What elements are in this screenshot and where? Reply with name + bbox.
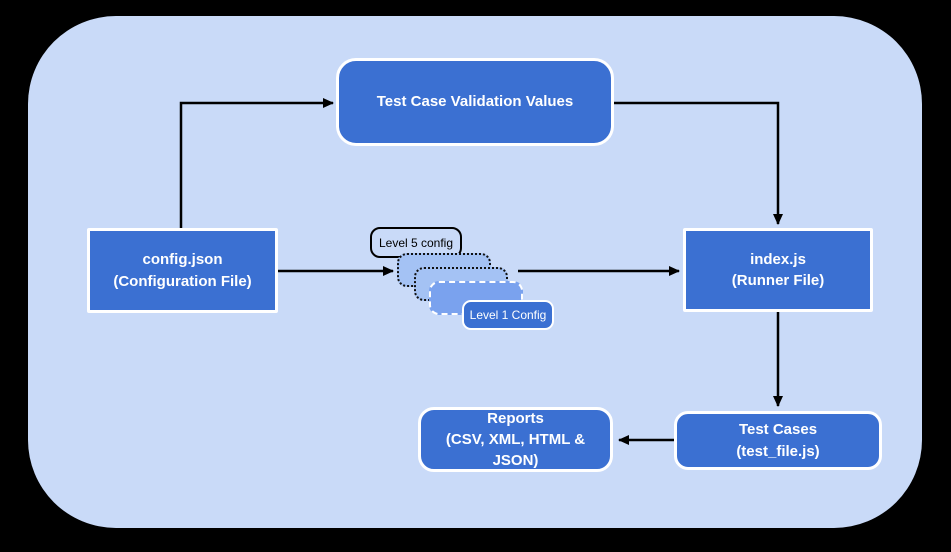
node-sublabel: (CSV, XML, HTML & JSON) (445, 430, 586, 470)
node-sublabel: (test_file.js) (736, 442, 820, 460)
node-label: config.json (142, 251, 223, 269)
node-label: index.js (750, 250, 806, 268)
label-text: Level 5 config (378, 235, 454, 250)
node-label: Test Cases (738, 421, 818, 439)
node-label: Test Case Validation Values (376, 93, 574, 111)
node-test-cases: Test Cases (test_file.js) (674, 411, 882, 470)
label-level-1-config: Level 1 Config (462, 300, 554, 330)
node-config-json: config.json (Configuration File) (87, 228, 278, 313)
node-index-js: index.js (Runner File) (683, 228, 873, 312)
node-label: Reports (487, 409, 544, 427)
node-test-case-validation-values: Test Case Validation Values (336, 58, 614, 146)
node-reports: Reports (CSV, XML, HTML & JSON) (418, 407, 613, 472)
label-text: Level 1 Config (469, 308, 547, 322)
node-sublabel: (Runner File) (731, 272, 825, 289)
node-sublabel: (Configuration File) (113, 272, 252, 290)
